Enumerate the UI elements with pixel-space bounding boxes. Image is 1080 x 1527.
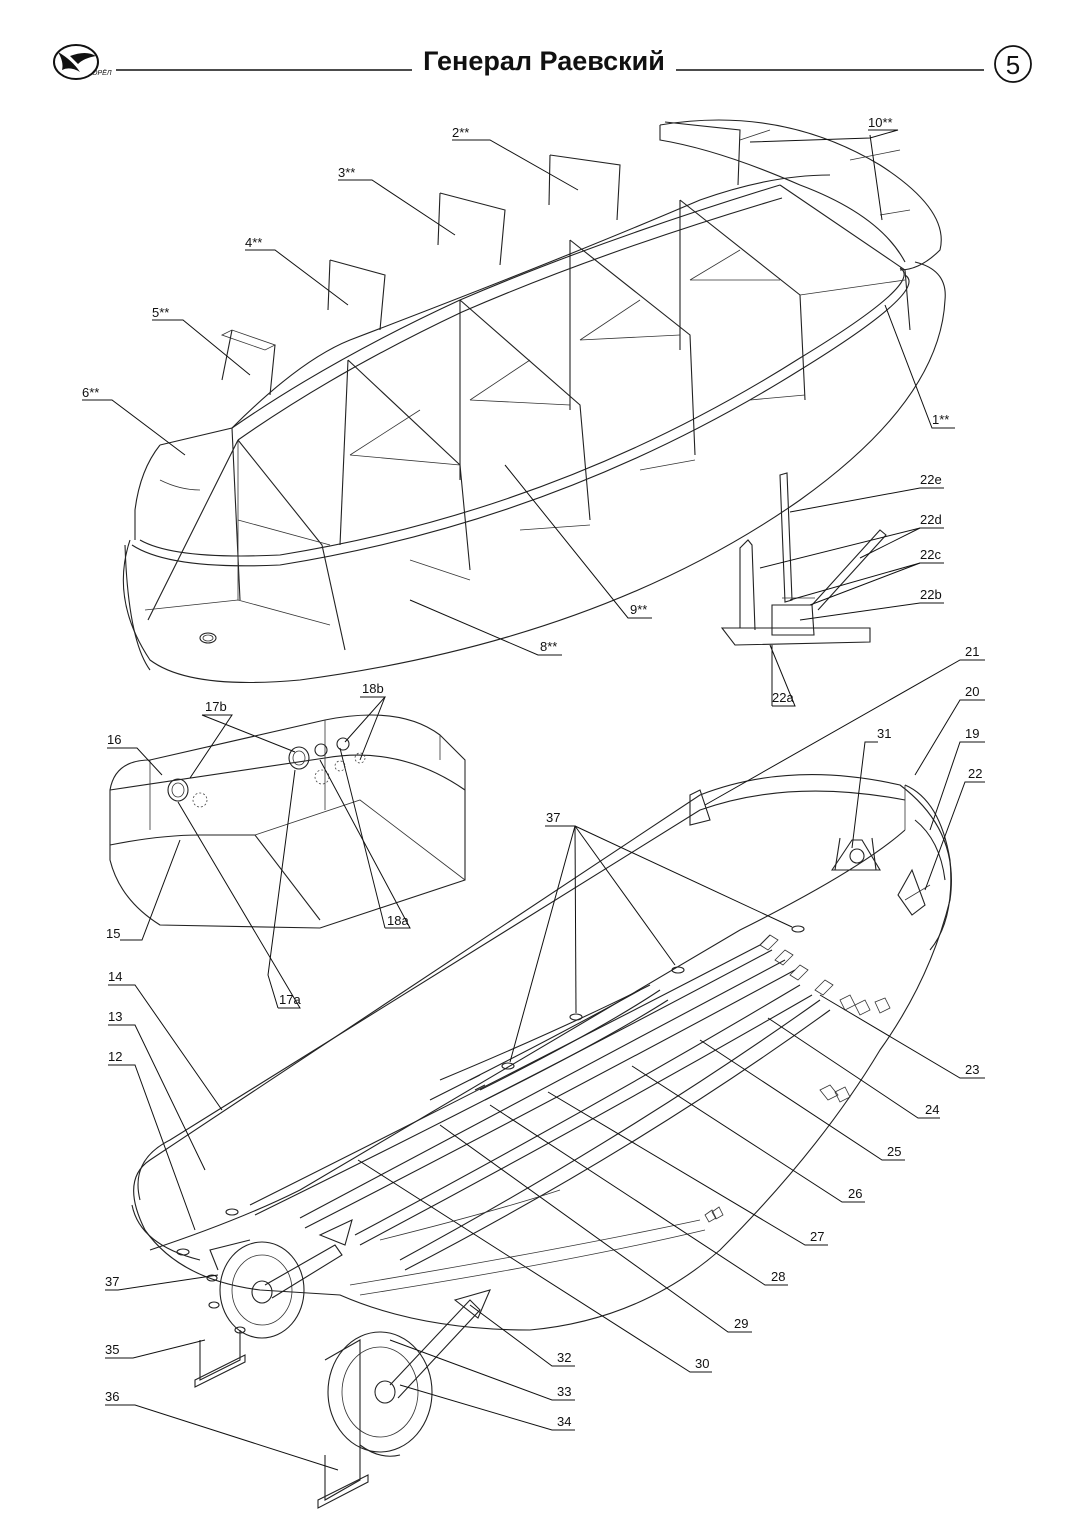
label-32: 32 xyxy=(557,1350,571,1365)
label-22b: 22b xyxy=(920,587,942,602)
part-labels: 2** 3** 4** 5** 6** 10** 1** 9** 8** 22e… xyxy=(82,115,982,1429)
deckhouse-detail xyxy=(107,696,466,1009)
label-30: 30 xyxy=(695,1356,709,1371)
label-22: 22 xyxy=(968,766,982,781)
hull-frame-drawing xyxy=(122,119,946,684)
page-title: Генерал Раевский xyxy=(423,46,665,76)
page-header: ОРЁЛ Генерал Раевский 5 xyxy=(53,44,1032,83)
label-23: 23 xyxy=(965,1062,979,1077)
label-20: 20 xyxy=(965,684,979,699)
label-1: 1** xyxy=(932,412,949,427)
hull-underside-drawing xyxy=(131,774,952,1509)
label-9: 9** xyxy=(630,602,647,617)
label-22d: 22d xyxy=(920,512,942,527)
label-16: 16 xyxy=(107,732,121,747)
label-31: 31 xyxy=(877,726,891,741)
label-2: 2** xyxy=(452,125,469,140)
label-28: 28 xyxy=(771,1269,785,1284)
label-8: 8** xyxy=(540,639,557,654)
label-12: 12 xyxy=(108,1049,122,1064)
label-13: 13 xyxy=(108,1009,122,1024)
label-22c: 22c xyxy=(920,547,941,562)
label-37-bottom: 37 xyxy=(105,1274,119,1289)
page-number: 5 xyxy=(1006,50,1020,80)
page-number-badge: 5 xyxy=(994,45,1032,83)
label-22e: 22e xyxy=(920,472,942,487)
eagle-logo-icon: ОРЁЛ xyxy=(53,44,112,80)
label-22a: 22a xyxy=(772,690,794,705)
hull-underside-leaders xyxy=(105,659,985,1471)
label-36: 36 xyxy=(105,1389,119,1404)
label-3: 3** xyxy=(338,165,355,180)
label-21: 21 xyxy=(965,644,979,659)
label-17b: 17b xyxy=(205,699,227,714)
label-18a: 18a xyxy=(387,913,409,928)
label-35: 35 xyxy=(105,1342,119,1357)
label-14: 14 xyxy=(108,969,122,984)
label-6: 6** xyxy=(82,385,99,400)
label-18b: 18b xyxy=(362,681,384,696)
label-5: 5** xyxy=(152,305,169,320)
brand-text: ОРЁЛ xyxy=(92,69,112,77)
label-25: 25 xyxy=(887,1144,901,1159)
label-27: 27 xyxy=(810,1229,824,1244)
label-10: 10** xyxy=(868,115,893,130)
label-24: 24 xyxy=(925,1102,939,1117)
label-34: 34 xyxy=(557,1414,571,1429)
label-17a: 17a xyxy=(279,992,301,1007)
label-29: 29 xyxy=(734,1316,748,1331)
label-19: 19 xyxy=(965,726,979,741)
label-15: 15 xyxy=(106,926,120,941)
label-26: 26 xyxy=(848,1186,862,1201)
label-37-top: 37 xyxy=(546,810,560,825)
part-22-detail xyxy=(720,472,944,707)
hull-frame-leaders xyxy=(82,129,955,656)
label-4: 4** xyxy=(245,235,262,250)
label-33: 33 xyxy=(557,1384,571,1399)
